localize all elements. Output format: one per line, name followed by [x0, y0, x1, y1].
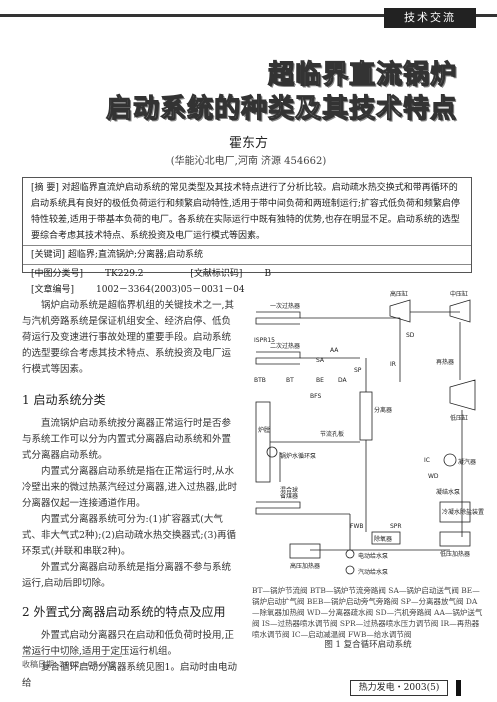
label-da: DA	[338, 377, 348, 384]
label-deaerator: 除氧器	[374, 535, 392, 543]
section2-paragraph-2: 复合循环启动分离器系统见图1。启动时由电动给	[22, 662, 238, 689]
sh2-coil	[255, 351, 301, 365]
received-date: 收稿日期: 2002－08－02	[22, 660, 116, 669]
label-ip-cyl: 中压缸	[450, 290, 468, 298]
label-fwb: FWB	[350, 523, 364, 530]
keywords: 超临界;直流锅炉;分离器;启动系统	[67, 250, 204, 260]
deaerator-shape	[371, 531, 401, 545]
condenser-shape	[443, 453, 457, 467]
tfp-pump	[345, 565, 355, 575]
intro-paragraph: 锅炉启动系统是超临界机组的关键技术之一,其与汽机旁路系统是保证机组安全、经济启停…	[22, 300, 235, 375]
figure-system-diagram: 高压缸 中压缸 一次过热器 ISPR15 二次过热器 AA SA SD SP I…	[254, 290, 484, 576]
label-ww-circ: 锅炉水循环泵	[280, 452, 316, 460]
doc-value: B	[264, 269, 272, 279]
abstract-text: 对超临界直流炉启动系统的常见类型及其技术特点进行了分析比较。启动疏水热交换式和带…	[31, 183, 460, 241]
hp-turbine	[389, 299, 411, 323]
left-column: 锅炉启动系统是超临界机组的关键技术之一,其与汽机旁路系统是保证机组安全、经济启停…	[22, 298, 240, 692]
separator-shape	[359, 391, 373, 441]
label-reheater: 再热器	[436, 358, 454, 366]
label-ir: IR	[390, 361, 396, 368]
label-cond-pump: 凝结水泵	[436, 488, 460, 496]
economizer-coil	[255, 501, 301, 515]
label-sh1: 一次过热器	[270, 302, 300, 310]
journal-issue: 热力发电・2003(5)	[350, 680, 448, 696]
label-ic: IC	[424, 457, 430, 464]
label-ispr15: ISPR15	[254, 337, 275, 344]
lp-heater-box	[439, 531, 471, 547]
doc-code: [文献标识码] B	[190, 266, 293, 282]
label-turbine-fwp: 汽动给水泵	[358, 568, 388, 576]
section1-paragraph-1: 直流锅炉启动系统按分离器正常运行时是否参与系统工作可以分为内置式分离器启动系统和…	[22, 418, 232, 461]
furnace-shape	[255, 401, 271, 483]
label-sp: SP	[354, 367, 362, 374]
keywords-label: [关键词]	[31, 250, 66, 260]
keywords-divider	[23, 264, 471, 265]
section1-paragraph-3: 内置式分离器系统可分为:(1)扩容器式(大气式、非大气式2种);(2)启动疏水热…	[22, 514, 237, 557]
author-affiliation: (华能沁北电厂,河南 济源 454662)	[170, 156, 327, 167]
section1-heading: 1 启动系统分类	[22, 393, 106, 407]
label-lp-cyl: 低压缸	[450, 414, 468, 422]
article-title-line2: 启动系统的种类及其技术特点	[105, 94, 457, 125]
label-polish: 冷凝水除盐装置	[442, 508, 484, 516]
label-wd: WD	[428, 473, 439, 480]
clc-value: TK229.2	[105, 269, 144, 279]
label-btb: BTB	[254, 377, 266, 384]
abstract-label: [摘 要]	[31, 183, 59, 193]
label-separator: 分离器	[374, 406, 392, 414]
figure-legend: BT—锅炉节流阀 BTB—锅炉节流旁路阀 SA—锅炉启动送气阀 BE—锅炉启动扩…	[252, 586, 483, 639]
abstract-box: [摘 要] 对超临界直流炉启动系统的常见类型及其技术特点进行了分析比较。启动疏水…	[22, 177, 472, 295]
article-no-label: [文章编号]	[31, 285, 75, 295]
abstract-paragraph: [摘 要] 对超临界直流炉启动系统的常见类型及其技术特点进行了分析比较。启动疏水…	[31, 180, 463, 244]
sh1-coil	[255, 311, 301, 325]
doc-label: [文献标识码]	[190, 269, 243, 279]
keywords-line: [关键词] 超临界;直流锅炉;分离器;启动系统	[31, 247, 463, 263]
label-sh2: 二次过热器	[270, 342, 300, 350]
label-aa: AA	[330, 347, 339, 354]
label-spr: SPR	[390, 523, 402, 530]
bfp-pump	[345, 549, 355, 559]
article-title-line1: 超临界直流锅炉	[267, 60, 457, 91]
figure-caption: 图 1 复合循环启动系统	[324, 640, 412, 650]
section1-paragraph-4: 外置式分离器启动系统是指分离器不参与系统运行,启动后即切除。	[22, 562, 232, 589]
label-bfs: BFS	[310, 393, 321, 400]
label-orifice: 节流孔板	[320, 430, 344, 438]
clc: [中图分类号] TK229.2	[31, 266, 166, 282]
label-hp-heater: 高压加热器	[290, 562, 320, 570]
section2-paragraph-1: 外置式启动分离器只在启动和低负荷时投用,正常运行中切除,适用于定压运行机组。	[22, 630, 235, 657]
section2-heading: 2 外置式分离器启动系统的特点及应用	[22, 605, 226, 619]
label-bfp: 电动给水泵	[358, 552, 388, 560]
label-sa: SA	[316, 357, 325, 364]
footnote-rule	[22, 656, 122, 657]
label-be: BE	[316, 377, 324, 384]
lp-turbine	[449, 379, 476, 411]
clc-label: [中图分类号]	[31, 269, 84, 279]
section1-paragraph-2: 内置式分离器启动系统是指在正常运行时,从水冷壁出来的微过热蒸汽经过分离器,进入过…	[22, 466, 238, 509]
label-bt: BT	[286, 377, 294, 384]
ip-turbine	[449, 299, 471, 323]
label-condenser: 凝汽器	[458, 458, 476, 466]
author-name: 霍东方	[228, 136, 268, 151]
label-mixer: 混合球	[280, 486, 298, 494]
label-economizer: 省煤器	[280, 492, 298, 500]
hp-heater-box	[289, 543, 321, 559]
label-lp-heater: 低压加热器	[440, 550, 470, 558]
abstract-divider	[23, 245, 471, 246]
article-no-value: 1002－3364(2003)05－0031－04	[96, 285, 245, 295]
end-mark	[456, 680, 461, 696]
label-sd: SD	[406, 332, 415, 339]
polisher	[439, 501, 471, 523]
header-rule	[0, 14, 497, 17]
circ-pump	[266, 446, 278, 458]
section-tag: 技术交流	[384, 8, 476, 28]
classification-line: [中图分类号] TK229.2 [文献标识码] B [文章编号] 1002－3364(…	[31, 266, 463, 298]
article-no: [文章编号] 1002－3364(2003)05－0031－04	[31, 282, 267, 298]
label-furnace: 炉膛	[258, 426, 270, 434]
label-hp-cyl: 高压缸	[390, 290, 408, 298]
